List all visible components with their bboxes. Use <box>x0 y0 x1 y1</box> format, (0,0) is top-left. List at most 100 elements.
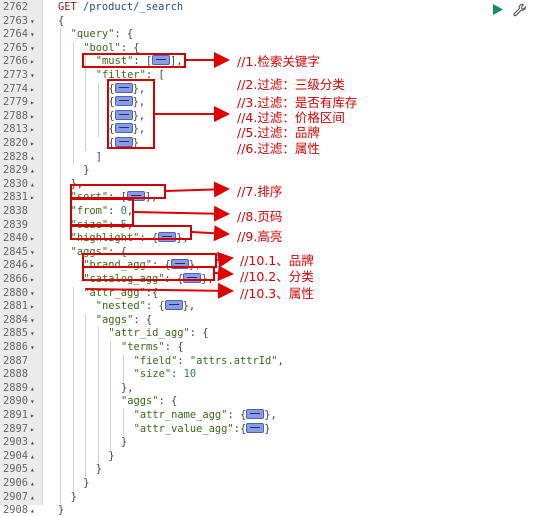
code-line[interactable]: 2906▴} <box>0 477 545 490</box>
code-line[interactable]: 2888"size": 10 <box>0 368 545 381</box>
code-line[interactable]: 2904▴} <box>0 450 545 463</box>
collapsed-block-icon[interactable] <box>246 422 265 433</box>
code-line[interactable]: 2846▸"brand_agg": {}, <box>0 259 545 272</box>
code-line[interactable]: 2763▾{ <box>0 15 545 28</box>
code-line[interactable]: 2774▸{}, <box>0 82 545 96</box>
fold-toggle-icon[interactable]: ▴ <box>30 166 35 176</box>
collapsed-block-icon[interactable] <box>114 123 133 134</box>
play-icon[interactable] <box>493 4 503 15</box>
fold-toggle-icon[interactable]: ▸ <box>30 424 35 434</box>
code-line[interactable]: 2838"from": 0, <box>0 205 545 218</box>
code-line[interactable]: 2887"field": "attrs.attrId", <box>0 355 545 368</box>
fold-toggle-icon[interactable]: ▸ <box>30 139 35 148</box>
fold-toggle-icon[interactable]: ▴ <box>30 479 35 488</box>
fold-toggle-icon[interactable]: ▾ <box>30 343 35 352</box>
code-text[interactable]: "aggs": { <box>121 395 178 408</box>
fold-toggle-icon[interactable]: ▾ <box>30 288 35 298</box>
fold-toggle-icon[interactable]: ▸ <box>30 411 35 420</box>
code-line[interactable]: 2828▴] <box>0 151 545 164</box>
code-line[interactable]: 2765▾"bool": { <box>0 42 545 55</box>
code-text[interactable]: "attr_id_agg": { <box>108 327 209 340</box>
code-text[interactable]: "size": 10 <box>133 368 197 381</box>
collapsed-block-icon[interactable] <box>114 109 133 120</box>
collapsed-block-icon[interactable] <box>246 409 265 419</box>
code-text[interactable]: } <box>83 477 90 489</box>
code-line[interactable]: 2903▴} <box>0 436 545 449</box>
code-text[interactable]: "attr_name_agg": {}, <box>133 409 277 421</box>
code-text[interactable]: {}, <box>108 109 146 122</box>
code-text[interactable]: "nested": {}, <box>95 300 196 313</box>
code-line[interactable]: 2884▾"aggs": { <box>0 314 545 327</box>
fold-toggle-icon[interactable]: ▸ <box>30 111 35 121</box>
fold-toggle-icon[interactable]: ▸ <box>30 84 35 94</box>
fold-toggle-icon[interactable]: ▾ <box>30 43 35 53</box>
fold-toggle-icon[interactable]: ▴ <box>30 451 35 461</box>
collapsed-block-icon[interactable] <box>164 300 183 311</box>
fold-toggle-icon[interactable]: ▴ <box>30 492 35 502</box>
code-line[interactable]: 2890▾"aggs": { <box>0 395 545 408</box>
code-text[interactable]: }, <box>70 177 84 190</box>
fold-toggle-icon[interactable]: ▸ <box>30 261 35 271</box>
code-line[interactable]: 2886▾"terms": { <box>0 341 545 354</box>
code-line[interactable]: 2897▸"attr_value_agg":{} <box>0 422 545 436</box>
code-text[interactable]: } <box>108 449 115 462</box>
code-text[interactable]: } <box>121 436 128 449</box>
code-line[interactable]: 2907▴} <box>0 491 545 504</box>
fold-toggle-icon[interactable]: ▸ <box>30 98 35 108</box>
code-line[interactable]: 2788▸{}, <box>0 109 545 123</box>
code-line[interactable]: 2820▸{} <box>0 137 545 150</box>
code-text[interactable]: "bool": { <box>83 41 140 54</box>
fold-toggle-icon[interactable]: ▾ <box>30 397 35 407</box>
fold-toggle-icon[interactable]: ▾ <box>30 16 35 26</box>
wrench-icon[interactable] <box>513 3 527 17</box>
collapsed-block-icon[interactable] <box>170 259 189 270</box>
code-line[interactable]: 2813▸{}, <box>0 123 545 136</box>
code-text[interactable]: "brand_agg": {}, <box>83 259 202 272</box>
fold-toggle-icon[interactable]: ▸ <box>30 125 35 135</box>
fold-toggle-icon[interactable]: ▴ <box>30 383 35 393</box>
code-text[interactable]: "filter": [ <box>95 69 165 81</box>
code-line[interactable]: 2885▾"attr_id_agg": { <box>0 327 545 340</box>
code-line[interactable]: 2779▸{}, <box>0 96 545 109</box>
code-text[interactable]: "must": [], <box>95 55 183 68</box>
fold-toggle-icon[interactable]: ▴ <box>30 506 35 516</box>
fold-toggle-icon[interactable]: ▴ <box>30 465 35 475</box>
fold-toggle-icon[interactable]: ▾ <box>30 315 35 325</box>
fold-toggle-icon[interactable]: ▴ <box>30 438 35 448</box>
fold-toggle-icon[interactable]: ▾ <box>30 71 35 80</box>
code-text[interactable]: GET /product/_search <box>58 1 184 13</box>
fold-toggle-icon[interactable]: ▾ <box>30 30 35 40</box>
code-line[interactable]: 2764▾"query": { <box>0 28 545 41</box>
code-text[interactable]: } <box>70 490 77 503</box>
collapsed-block-icon[interactable] <box>114 137 133 147</box>
fold-toggle-icon[interactable]: ▸ <box>30 234 35 244</box>
code-text[interactable]: {}, <box>108 82 146 95</box>
fold-toggle-icon[interactable]: ▸ <box>30 57 35 67</box>
collapsed-block-icon[interactable] <box>183 273 202 283</box>
code-line[interactable]: 2891▸"attr_name_agg": {}, <box>0 409 545 422</box>
code-text[interactable]: {} <box>108 137 139 149</box>
code-text[interactable]: "attr_value_agg":{} <box>133 422 271 435</box>
code-line[interactable]: 2908▴} <box>0 504 545 517</box>
code-line[interactable]: 2766▸"must": [], <box>0 55 545 68</box>
code-text[interactable]: {}, <box>108 96 146 109</box>
code-text[interactable]: "from": 0, <box>70 205 134 217</box>
code-line[interactable]: 2830▴}, <box>0 178 545 191</box>
code-line[interactable]: 2881▸"nested": {}, <box>0 300 545 313</box>
fold-toggle-icon[interactable]: ▴ <box>30 152 35 162</box>
collapsed-block-icon[interactable] <box>126 191 145 202</box>
code-text[interactable]: "aggs": { <box>95 313 153 326</box>
collapsed-block-icon[interactable] <box>114 96 133 107</box>
code-text[interactable]: "field": "attrs.attrId", <box>133 354 284 367</box>
code-text[interactable]: {}, <box>108 123 146 136</box>
fold-toggle-icon[interactable]: ▴ <box>30 179 35 189</box>
code-text[interactable]: }, <box>121 381 134 394</box>
code-text[interactable]: { <box>58 14 65 27</box>
code-text[interactable]: "terms": { <box>121 341 184 353</box>
code-line[interactable]: 2773▾"filter": [ <box>0 69 545 82</box>
code-line[interactable]: 2889▴}, <box>0 382 545 395</box>
fold-toggle-icon[interactable]: ▸ <box>30 193 35 203</box>
fold-toggle-icon[interactable]: ▾ <box>30 247 35 257</box>
code-line[interactable]: 2829▴} <box>0 164 545 177</box>
